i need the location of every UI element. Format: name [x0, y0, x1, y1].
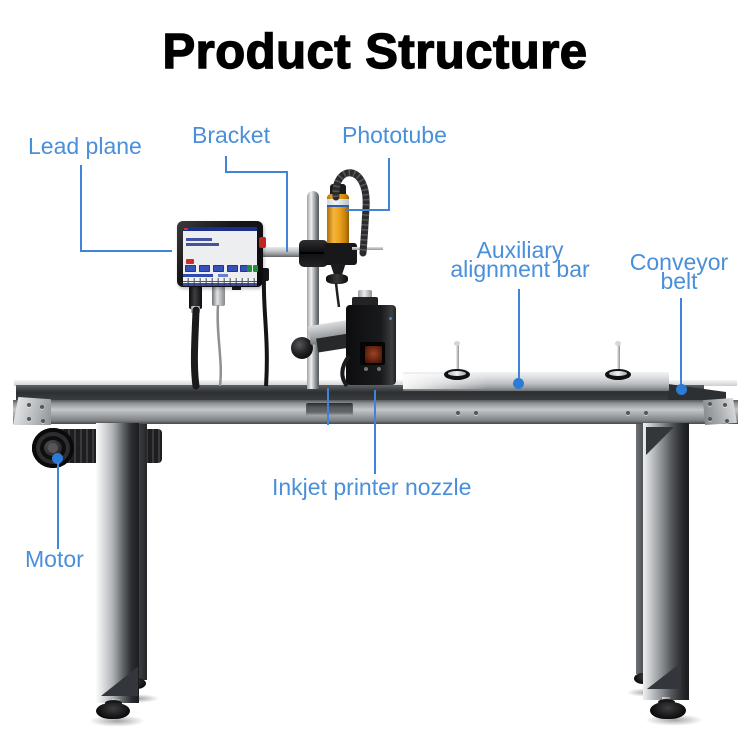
screen-green-button: [247, 265, 252, 272]
end-cap-screw: [723, 403, 727, 407]
label-conveyor-belt: Conveyor belt: [614, 249, 744, 294]
front-left-leg: [96, 423, 139, 703]
display-data-connector: [212, 286, 225, 306]
label-bracket: Bracket: [192, 122, 270, 148]
rail-screw: [474, 411, 478, 415]
label-auxiliary-line1: Auxiliary: [476, 237, 564, 263]
label-inkjet-printer-nozzle: Inkjet printer nozzle: [272, 474, 472, 500]
alignment-pin-washer: [448, 371, 466, 376]
head-screw: [377, 367, 381, 371]
display-bottom-port: [232, 285, 241, 290]
display-screen: [183, 227, 257, 281]
front-left-foot: [96, 703, 130, 719]
alignment-pin-stem: [617, 344, 620, 374]
screen-status-strip-segment: [218, 274, 228, 277]
front-right-foot: [650, 702, 686, 719]
motor-leader-vertical: [57, 462, 59, 549]
screen-text-line: [186, 243, 219, 246]
phototube-guide-rod: [352, 247, 383, 250]
conveyor-leader-vertical: [680, 298, 682, 386]
display-power-plug: [189, 286, 202, 309]
auxiliary-leader-vertical: [518, 289, 520, 380]
end-cap-screw: [41, 419, 45, 423]
screen-title-chip: [184, 228, 188, 230]
display-power-button: [259, 237, 266, 248]
display-side-connector: [259, 268, 269, 281]
nozzle-cable: [340, 354, 351, 388]
label-motor: Motor: [25, 546, 84, 572]
lead-plane-leader-horizontal: [80, 250, 172, 252]
nozzle-leader-secondary: [327, 388, 329, 425]
screen-status-strip: [183, 274, 213, 277]
screen-blue-button: [240, 265, 251, 272]
label-lead-plane: Lead plane: [28, 133, 142, 159]
label-auxiliary-line2: alignment bar: [450, 256, 590, 282]
bracket-leader-vertical-1: [225, 156, 227, 173]
alignment-pin-top: [454, 341, 460, 346]
nozzle-window: [364, 345, 383, 364]
end-cap-screw: [725, 419, 729, 423]
alignment-pin-stem: [456, 344, 459, 374]
screen-keyboard: [183, 278, 257, 286]
rail-screw: [456, 411, 460, 415]
lead-plane-leader-vertical: [80, 165, 82, 252]
head-top-screw: [358, 290, 372, 299]
screen-green-button: [253, 265, 258, 272]
screen-keyboard-divider: [183, 281, 257, 282]
screen-title-bar: [183, 227, 257, 231]
phototube-conduit: [332, 169, 370, 257]
label-phototube: Phototube: [342, 122, 447, 148]
head-arm-knob: [291, 337, 313, 359]
display-side-cable: [261, 279, 269, 387]
conveyor-leader-dot: [676, 384, 687, 395]
display-power-cable: [190, 306, 200, 390]
label-auxiliary-alignment-bar: Auxiliary alignment bar: [410, 237, 630, 282]
head-screw: [364, 367, 368, 371]
rail-screw: [644, 411, 648, 415]
rail-screw: [626, 411, 630, 415]
nozzle-leader-vertical: [374, 390, 376, 474]
rail-handle-slot: [306, 403, 353, 416]
front-right-leg: [643, 423, 689, 700]
bracket-leader-vertical-2: [286, 171, 288, 252]
alignment-pin-washer: [609, 371, 627, 376]
screen-red-button: [186, 259, 194, 264]
end-cap-screw: [27, 403, 31, 407]
phototube-leader-horizontal: [345, 209, 390, 211]
display-data-cable: [216, 304, 223, 387]
phototube-leader-vertical: [388, 158, 390, 211]
screen-blue-button: [213, 265, 224, 272]
screen-text-line: [186, 238, 212, 241]
end-cap-screw: [708, 417, 712, 421]
end-cap-screw: [27, 417, 31, 421]
motor-leader-dot: [52, 453, 63, 464]
page-title: Product Structure: [162, 24, 588, 79]
phototube-label-band: [327, 199, 349, 207]
alignment-pin-top: [615, 341, 621, 346]
phototube-sensor-body: [327, 194, 349, 249]
label-conveyor-line1: Conveyor: [629, 249, 729, 275]
mounting-cross-bar: [258, 247, 310, 257]
screen-blue-button: [185, 265, 196, 272]
screen-blue-button: [199, 265, 210, 272]
phototube-cable: [334, 282, 341, 308]
motor-hub: [48, 443, 58, 453]
bracket-leader-horizontal: [225, 171, 288, 173]
phototube-mount-block: [324, 243, 357, 265]
end-cap-screw: [708, 402, 712, 406]
phototube-adjuster-knob: [326, 274, 348, 284]
screen-blue-button: [227, 265, 238, 272]
pole-clamp-groove: [300, 252, 327, 254]
head-status-led: [389, 317, 392, 320]
end-cap-screw: [40, 405, 44, 409]
label-conveyor-line2: belt: [660, 268, 698, 294]
phototube-adjuster-cone: [330, 264, 346, 276]
auxiliary-leader-dot: [513, 378, 524, 389]
floor-shadow: [88, 715, 146, 727]
